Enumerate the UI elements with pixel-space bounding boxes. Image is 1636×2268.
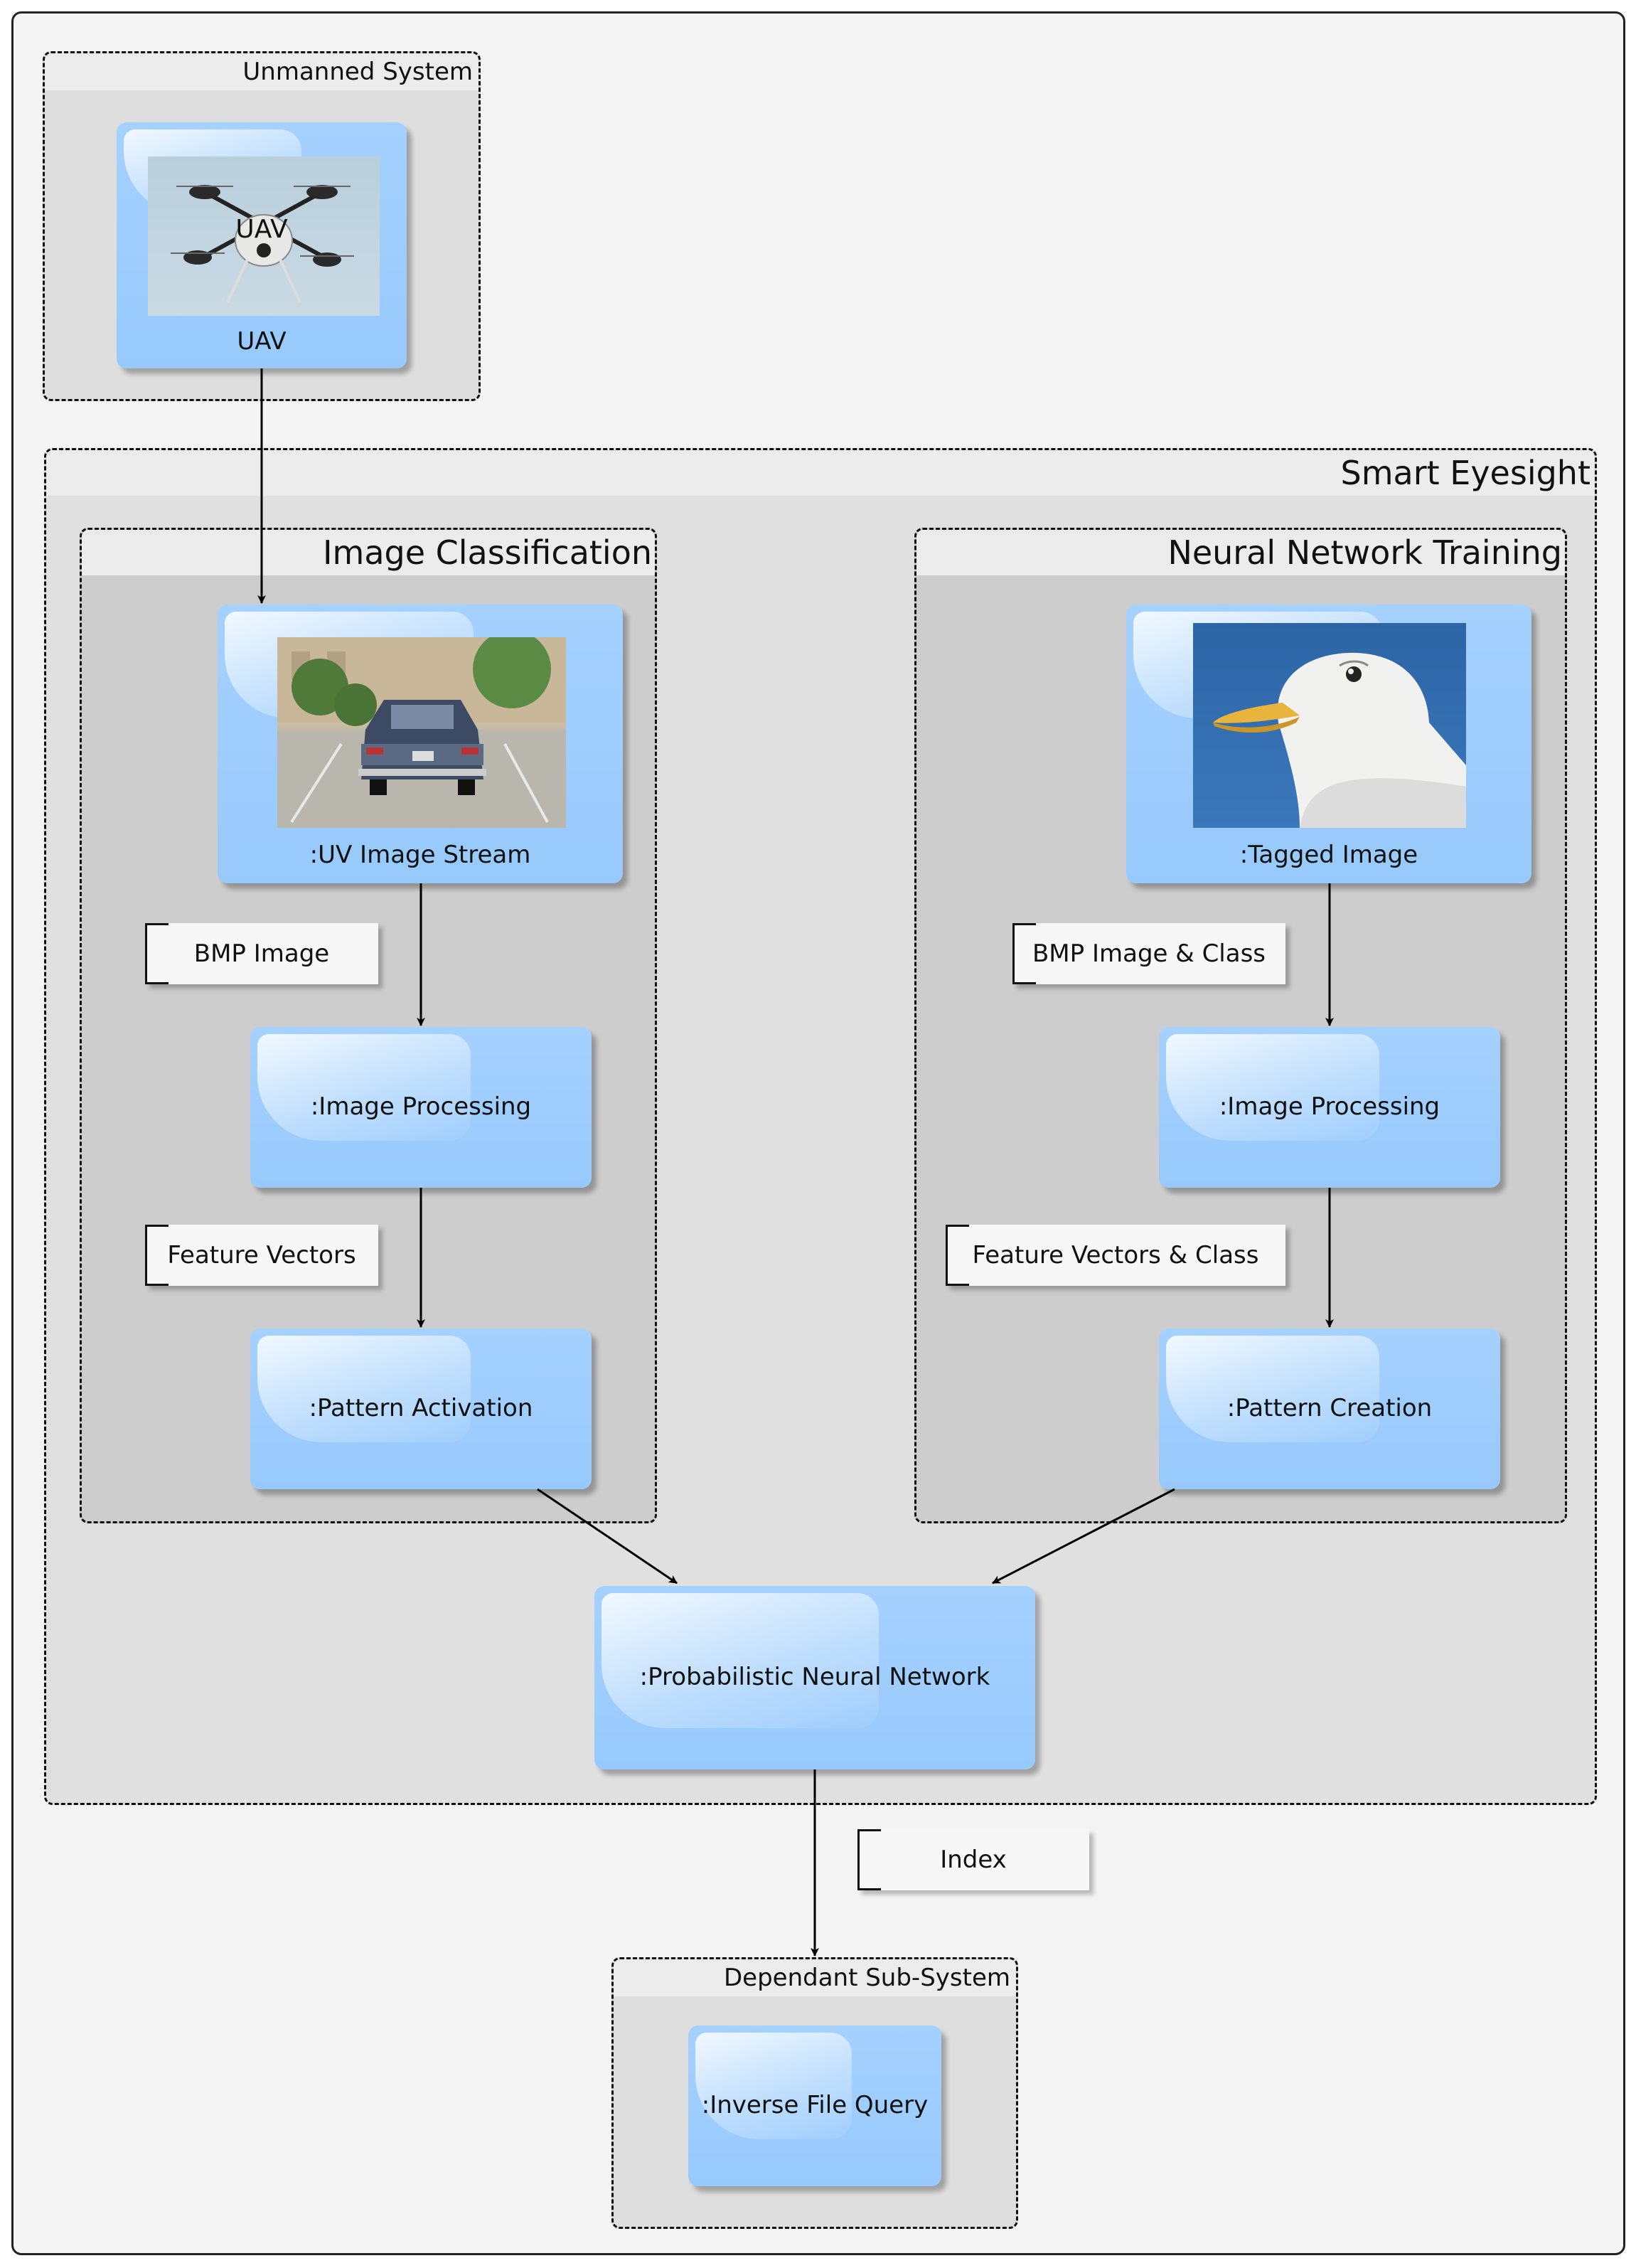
node-label-tagged-image: :Tagged Image xyxy=(1239,841,1418,869)
node-label-pattern-activation: :Pattern Activation xyxy=(309,1394,533,1422)
node-label-ic-image-processing: :Image Processing xyxy=(310,1092,532,1121)
car-photo-icon xyxy=(277,637,566,828)
note-label-feature-vectors: Feature Vectors xyxy=(167,1241,356,1269)
node-gloss xyxy=(257,1336,471,1442)
note-bracket xyxy=(145,923,169,984)
note-label-bmp-image-class: BMP Image & Class xyxy=(1032,939,1266,968)
note-label-bmp-image: BMP Image xyxy=(193,939,330,968)
note-feature-vectors-class: Feature Vectors & Class xyxy=(946,1225,1285,1286)
note-index: Index xyxy=(857,1829,1089,1890)
seagull-photo-icon xyxy=(1193,623,1466,828)
node-tagged-image[interactable]: :Tagged Image xyxy=(1126,605,1531,883)
note-label-feature-vectors-class: Feature Vectors & Class xyxy=(972,1241,1259,1269)
group-title-neural-network-training: Neural Network Training xyxy=(916,530,1565,575)
node-gloss xyxy=(1166,1034,1379,1141)
node-pattern-creation[interactable]: :Pattern Creation xyxy=(1159,1329,1500,1489)
node-gloss xyxy=(602,1593,879,1728)
node-uav[interactable]: UAV UAV xyxy=(117,122,407,368)
node-probabilistic-neural-network[interactable]: :Probabilistic Neural Network xyxy=(594,1586,1035,1769)
edge-pattern-activation-to-pnn xyxy=(537,1488,678,1585)
group-title-smart-eyesight: Smart Eyesight xyxy=(46,450,1595,496)
node-label-inverse-file-query: :Inverse File Query xyxy=(701,2091,929,2119)
node-label-uav: UAV xyxy=(237,327,287,356)
node-gloss xyxy=(695,2033,852,2139)
note-label-index: Index xyxy=(940,1846,1007,1874)
uav-image-caption: UAV xyxy=(235,215,288,244)
group-title-dependant-subsystem: Dependant Sub-System xyxy=(614,1959,1016,1996)
node-label-pnn: :Probabilistic Neural Network xyxy=(639,1663,990,1691)
node-label-pattern-creation: :Pattern Creation xyxy=(1226,1394,1433,1422)
node-nn-image-processing[interactable]: :Image Processing xyxy=(1159,1027,1500,1188)
edge-pattern-creation-to-pnn xyxy=(992,1488,1175,1585)
group-title-image-classification: Image Classification xyxy=(82,530,655,575)
note-bracket xyxy=(857,1829,881,1890)
node-inverse-file-query[interactable]: :Inverse File Query xyxy=(688,2025,941,2186)
node-gloss xyxy=(257,1034,471,1141)
drone-photo-icon xyxy=(148,156,380,316)
note-bmp-image-class: BMP Image & Class xyxy=(1012,923,1285,984)
node-ic-image-processing[interactable]: :Image Processing xyxy=(250,1027,592,1188)
group-title-unmanned-system: Unmanned System xyxy=(45,53,478,90)
note-feature-vectors: Feature Vectors xyxy=(145,1225,378,1286)
note-bracket xyxy=(145,1225,169,1286)
note-bracket xyxy=(1012,923,1036,984)
node-gloss xyxy=(1166,1336,1379,1442)
note-bracket xyxy=(946,1225,969,1286)
node-pattern-activation[interactable]: :Pattern Activation xyxy=(250,1329,592,1489)
node-uv-image-stream[interactable]: :UV Image Stream xyxy=(218,605,623,883)
node-label-nn-image-processing: :Image Processing xyxy=(1219,1092,1440,1121)
note-bmp-image: BMP Image xyxy=(145,923,378,984)
node-label-uv-image-stream: :UV Image Stream xyxy=(309,841,531,869)
